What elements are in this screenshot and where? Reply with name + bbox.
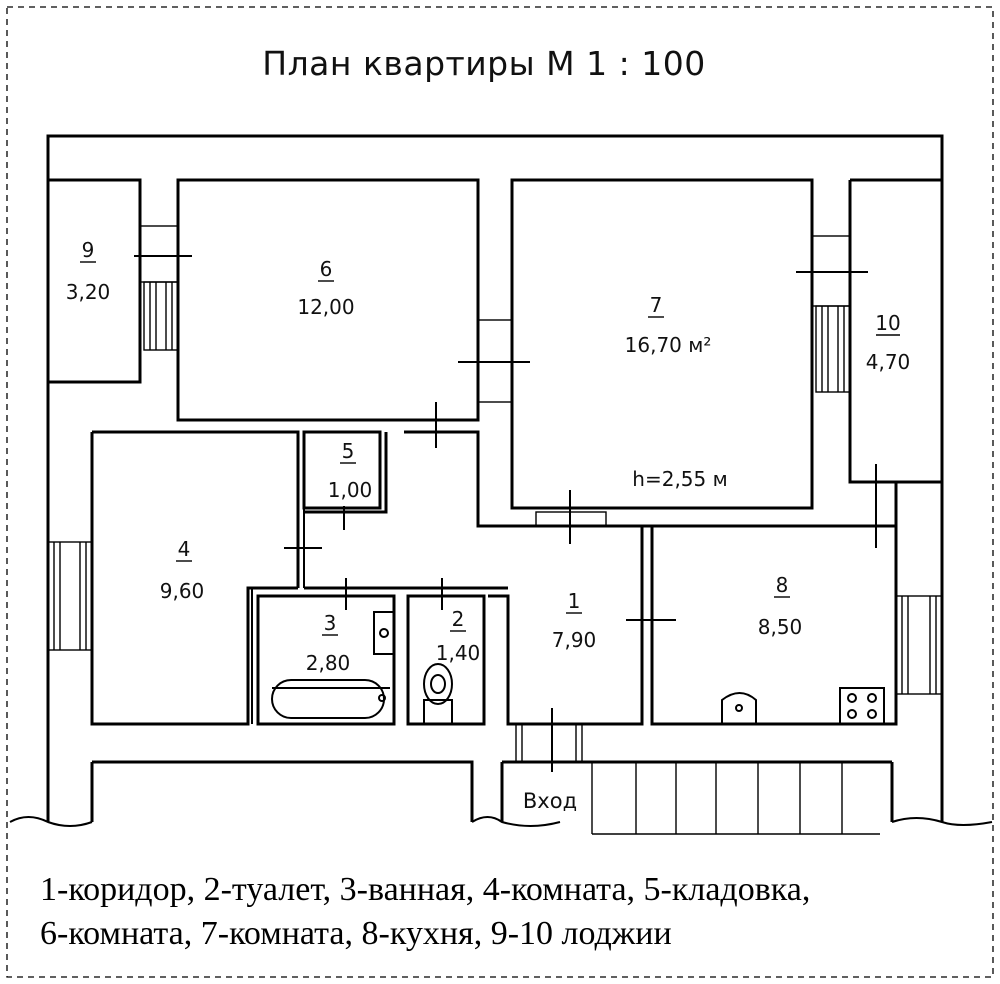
- room-labels: 9 3,20 6 12,00 7 16,70 м² h=2,55 м 10 4,…: [66, 238, 911, 813]
- room-8-area: 8,50: [758, 615, 803, 639]
- doors: [134, 225, 877, 772]
- room-5-area: 1,00: [328, 478, 373, 502]
- windows: [47, 281, 943, 695]
- room-3-area: 2,80: [306, 651, 351, 675]
- room-1-area: 7,90: [552, 628, 597, 652]
- room-7-number: 7: [650, 293, 663, 317]
- room-7-area: 16,70 м²: [625, 333, 712, 357]
- stove-icon: [839, 687, 885, 725]
- break-lines: [9, 816, 993, 827]
- room-5-number: 5: [342, 439, 355, 463]
- room-4-number: 4: [178, 537, 191, 561]
- room-10-number: 10: [875, 311, 900, 335]
- room-4-area: 9,60: [160, 579, 205, 603]
- sheet-frame: [6, 6, 994, 978]
- legend-line-1: 1-коридор, 2-туалет, 3-ванная, 4-комната…: [40, 871, 810, 908]
- room-10-area: 4,70: [866, 350, 911, 374]
- stairs: [591, 762, 880, 835]
- walls: [46, 134, 944, 822]
- entrance-label: Вход: [523, 789, 577, 813]
- ceiling-height: h=2,55 м: [632, 467, 727, 491]
- room-2-area: 1,40: [436, 641, 481, 665]
- toilet-icon: [423, 663, 453, 725]
- legend-line-2: 6-комната, 7-комната, 8-кухня, 9-10 лодж…: [40, 915, 672, 952]
- room-9-area: 3,20: [66, 280, 111, 304]
- room-6-number: 6: [320, 257, 333, 281]
- fixtures: [271, 611, 885, 725]
- room-8-number: 8: [776, 573, 789, 597]
- bathtub-icon: [271, 679, 385, 719]
- plan-title: План квартиры М 1 : 100: [262, 44, 705, 83]
- sink-icon: [373, 611, 395, 655]
- room-1-number: 1: [568, 589, 581, 613]
- room-2-number: 2: [452, 607, 465, 631]
- room-3-number: 3: [324, 611, 337, 635]
- room-9-number: 9: [82, 238, 95, 262]
- room-6-area: 12,00: [297, 295, 354, 319]
- kitchen-sink-icon: [721, 692, 757, 724]
